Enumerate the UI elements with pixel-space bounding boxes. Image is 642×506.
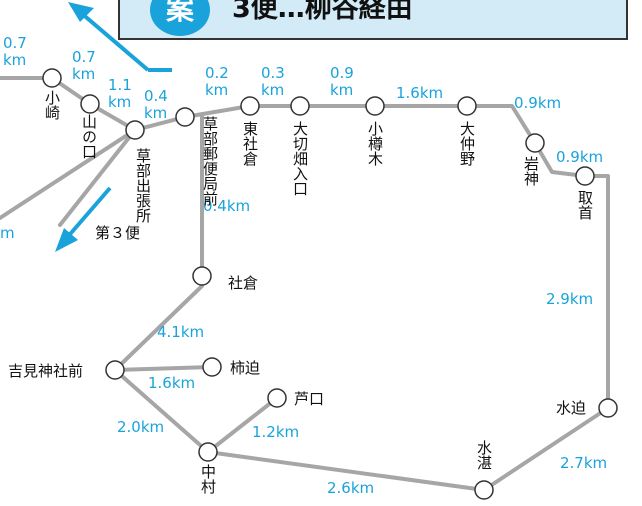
distance-2-7km: 2.7km — [560, 454, 607, 472]
arrow-up-head — [68, 2, 94, 22]
route-badge: 案 — [150, 0, 210, 36]
distance-0-9km-top: 0.9 km — [330, 64, 354, 99]
route-left-branch — [0, 128, 137, 220]
distance-1-1km: 1.1 km — [108, 76, 132, 111]
distance-1-6km-kakisako: 1.6km — [148, 374, 195, 392]
route-header: 案 3便…柳谷経由 — [118, 0, 628, 40]
distance-0-2km: 0.2 km — [205, 64, 229, 99]
label-yamanokuchi: 山の口 — [80, 114, 98, 159]
third-run-label: 第３便 — [95, 224, 140, 242]
label-kakisako: 柿迫 — [230, 359, 260, 377]
arrow-down-head — [55, 228, 78, 252]
distance-0-4km-post: 0.4 km — [144, 87, 168, 122]
label-okiribata: 大切畑入口 — [291, 121, 309, 196]
route-to-third-run — [58, 128, 137, 227]
stop-marker-mizutamari — [474, 480, 494, 500]
direction-arrows — [55, 2, 172, 252]
stop-marker-iwagami — [525, 133, 545, 153]
distance-edge-left: m — [0, 224, 15, 242]
distance-4-1km: 4.1km — [157, 323, 204, 341]
stop-marker-yamanokuchi — [80, 94, 100, 114]
label-kotaruki: 小樽木 — [366, 121, 384, 166]
stop-marker-okiribata — [290, 96, 310, 116]
route-to-kakisako — [113, 365, 214, 372]
stop-marker-ashiguchi — [267, 388, 287, 408]
label-higashi-shakura: 東社倉 — [241, 121, 259, 166]
label-nakamura: 中村 — [199, 464, 217, 494]
label-onakano: 大仲野 — [458, 121, 476, 166]
distance-1-6km-top: 1.6km — [396, 84, 443, 102]
distance-2-9km: 2.9km — [546, 290, 593, 308]
label-iwagami: 岩神 — [522, 156, 540, 186]
label-yoshimi: 吉見神社前 — [8, 362, 83, 380]
distance-2-0km: 2.0km — [117, 418, 164, 436]
route-to-ashiguchi — [206, 396, 279, 454]
stop-marker-mizusako — [598, 398, 618, 418]
stop-marker-onakano — [457, 96, 477, 116]
stop-marker-nakamura — [198, 442, 218, 462]
stop-marker-shakura — [192, 266, 212, 286]
label-torikubi: 取首 — [576, 190, 594, 220]
stop-marker-torikubi — [575, 166, 595, 186]
distance-0-9km-right: 0.9km — [514, 94, 561, 112]
label-shakura: 社倉 — [228, 274, 258, 292]
stop-markers — [42, 68, 618, 500]
arrow-down-shaft — [63, 186, 112, 242]
stop-marker-kusabe-post — [175, 107, 195, 127]
stop-marker-kosaki — [42, 68, 62, 88]
label-kosaki: 小崎 — [43, 90, 61, 120]
label-kusabe-branch: 草部出張所 — [134, 148, 152, 223]
distance-1-2km: 1.2km — [252, 423, 299, 441]
arrow-up-shaft — [78, 10, 150, 72]
distance-0-4km-shakura: 0.4km — [203, 197, 250, 215]
distance-0-9km-torikubi: 0.9km — [556, 148, 603, 166]
stop-marker-kakisako — [202, 357, 222, 377]
distance-0-7km-edge: 0.7 km — [3, 34, 27, 69]
stop-marker-yoshimi — [105, 360, 125, 380]
distance-2-6km: 2.6km — [327, 479, 374, 497]
distance-0-3km: 0.3 km — [261, 64, 285, 99]
stop-marker-higashi-shakura — [240, 96, 260, 116]
route-title: 3便…柳谷経由 — [232, 0, 413, 24]
label-kusabe-post: 草部郵便局前 — [201, 116, 219, 206]
label-mizusako: 水迫 — [556, 399, 586, 417]
label-ashiguchi: 芦口 — [294, 390, 324, 408]
stop-marker-kusabe-branch — [125, 120, 145, 140]
label-mizutamari: 水湛 — [475, 440, 493, 470]
distance-0-7km-kosaki: 0.7 km — [72, 48, 96, 83]
stop-marker-kotaruki — [365, 96, 385, 116]
